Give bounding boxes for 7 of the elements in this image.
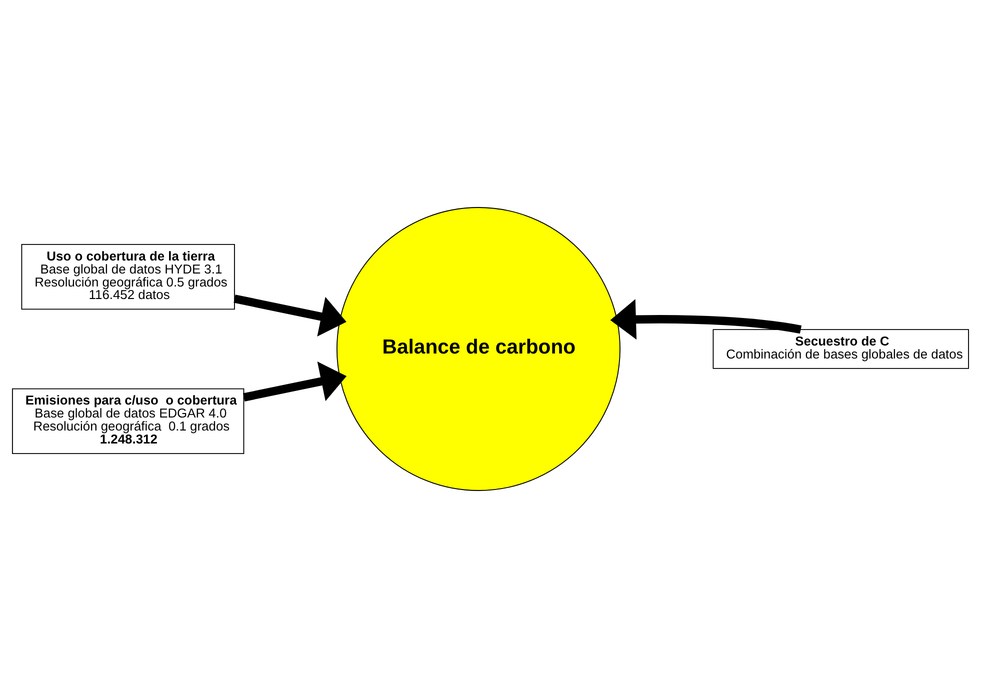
arrow — [234, 294, 346, 336]
node-box: Emisiones para c/uso o cobertura Base global de datos EDGAR 4.0 Resolución geográfica 0.1 grados 1.248.312 — [12, 388, 244, 454]
arrow — [243, 362, 347, 402]
node-circle: Balance de carbono — [336, 207, 620, 491]
node-box: Uso o cobertura de la tierra Base global de datos HYDE 3.1 Resolución geográfica 0.5 grados 116.452 datos — [21, 244, 235, 310]
arrow — [610, 299, 802, 340]
node-box: Secuestro de C Combinación de bases globales de datos — [712, 329, 969, 369]
